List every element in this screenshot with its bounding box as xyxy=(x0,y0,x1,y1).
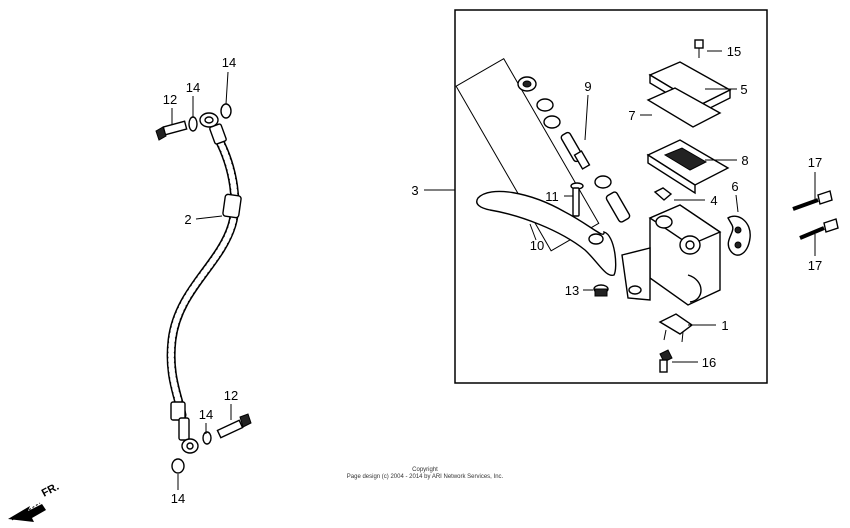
label-part-17-top: 17 xyxy=(808,155,822,170)
part-labels: 14 14 12 2 3 15 5 7 8 9 11 4 6 10 13 1 1… xyxy=(163,44,822,506)
copyright-line-1: Copyright xyxy=(412,467,438,473)
front-stop-switch[interactable] xyxy=(658,313,694,343)
label-part-15: 15 xyxy=(727,44,741,59)
switch-screw[interactable] xyxy=(659,349,673,373)
label-part-10: 10 xyxy=(530,238,544,253)
label-part-12-bottom: 12 xyxy=(224,388,238,403)
label-part-12-top: 12 xyxy=(163,92,177,107)
pivot-bolt[interactable] xyxy=(570,182,584,217)
holder-bolt-lower[interactable] xyxy=(799,218,839,240)
front-arrow-icon xyxy=(8,502,46,522)
upper-banjo-fitting[interactable] xyxy=(199,112,219,128)
copyright-line-2: Page design (c) 2004 - 2014 by ARI Netwo… xyxy=(347,474,504,480)
label-part-11: 11 xyxy=(545,189,559,204)
label-part-6: 6 xyxy=(731,179,738,194)
label-part-14-mid: 14 xyxy=(199,407,213,422)
label-part-16: 16 xyxy=(702,355,716,370)
label-part-3: 3 xyxy=(411,183,418,198)
holder-bolt-upper[interactable] xyxy=(792,190,833,211)
label-part-14-top-right: 14 xyxy=(222,55,236,70)
lower-banjo-fitting[interactable] xyxy=(181,438,199,454)
mirror-holder[interactable] xyxy=(727,215,751,256)
label-part-13: 13 xyxy=(565,283,579,298)
reservoir-diaphragm[interactable] xyxy=(646,139,730,195)
label-part-8: 8 xyxy=(741,153,748,168)
lower-oil-bolt[interactable] xyxy=(216,413,252,439)
assembly-frame xyxy=(454,9,768,384)
upper-oil-bolt[interactable] xyxy=(155,120,188,141)
brake-hose[interactable] xyxy=(166,123,242,441)
brake-lever[interactable] xyxy=(476,190,617,276)
label-part-1: 1 xyxy=(721,318,728,333)
label-part-14-top-left: 14 xyxy=(186,80,200,95)
label-part-5: 5 xyxy=(740,82,747,97)
pivot-nut[interactable] xyxy=(653,187,673,201)
piston-kit[interactable] xyxy=(455,58,631,252)
label-part-4: 4 xyxy=(710,193,717,208)
leader-lines xyxy=(171,50,816,490)
lever-screw[interactable] xyxy=(593,284,609,297)
front-direction-label: FR. xyxy=(40,481,61,500)
reservoir-cap-plate[interactable] xyxy=(646,87,722,128)
lower-sealing-washers[interactable] xyxy=(171,431,212,474)
label-part-9: 9 xyxy=(584,79,591,94)
label-part-14-bottom: 14 xyxy=(171,491,185,506)
upper-sealing-washers[interactable] xyxy=(188,103,232,132)
label-part-17-bottom: 17 xyxy=(808,258,822,273)
label-part-2: 2 xyxy=(184,212,191,227)
label-part-7: 7 xyxy=(628,108,635,123)
master-cylinder-body[interactable] xyxy=(621,204,722,306)
cap-screw[interactable] xyxy=(694,39,704,58)
